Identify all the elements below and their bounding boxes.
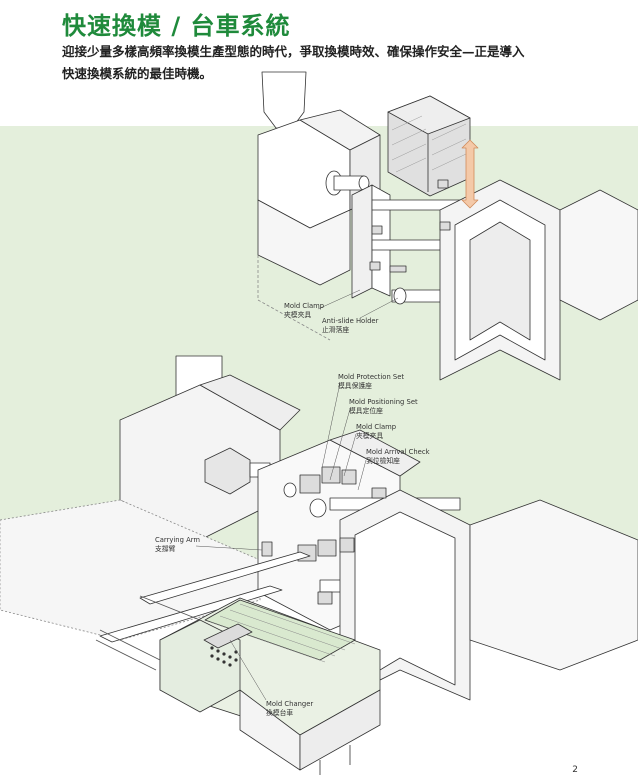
label-top-mold-clamp: Mold Clamp 夾模夾具 — [284, 302, 325, 319]
top-injection-machine — [257, 71, 638, 381]
intro-line-1: 迎接少量多樣高頻率換模生產型態的時代，爭取換模時效、確保操作安全—正是導入 — [62, 44, 525, 59]
label-mold-changer: Mold Changer 換模台車 — [266, 700, 314, 717]
label-mold-clamp: Mold Clamp 夾模夾具 — [356, 423, 397, 440]
label-carrying-arm: Carrying Arm 支撐臂 — [155, 536, 201, 553]
bottom-injection-machine — [0, 355, 638, 775]
label-mold-arrival-check: Mold Arrival Check 到位檢知座 — [366, 448, 430, 465]
intro-paragraph: 迎接少量多樣高頻率換模生產型態的時代，爭取換模時效、確保操作安全—正是導入 快速… — [62, 41, 542, 85]
label-anti-slide-holder: Anti-slide Holder 止滑落座 — [322, 317, 379, 334]
page-title: 快速換模 / 台車系統 — [62, 12, 291, 40]
intro-line-2: 快速換模系統的最佳時機。 — [62, 66, 213, 81]
label-mold-protection-set: Mold Protection Set 模具保護座 — [338, 373, 405, 390]
label-mold-positioning-set: Mold Positioning Set 模具定位座 — [349, 398, 418, 415]
page-number: 2 — [572, 765, 578, 775]
